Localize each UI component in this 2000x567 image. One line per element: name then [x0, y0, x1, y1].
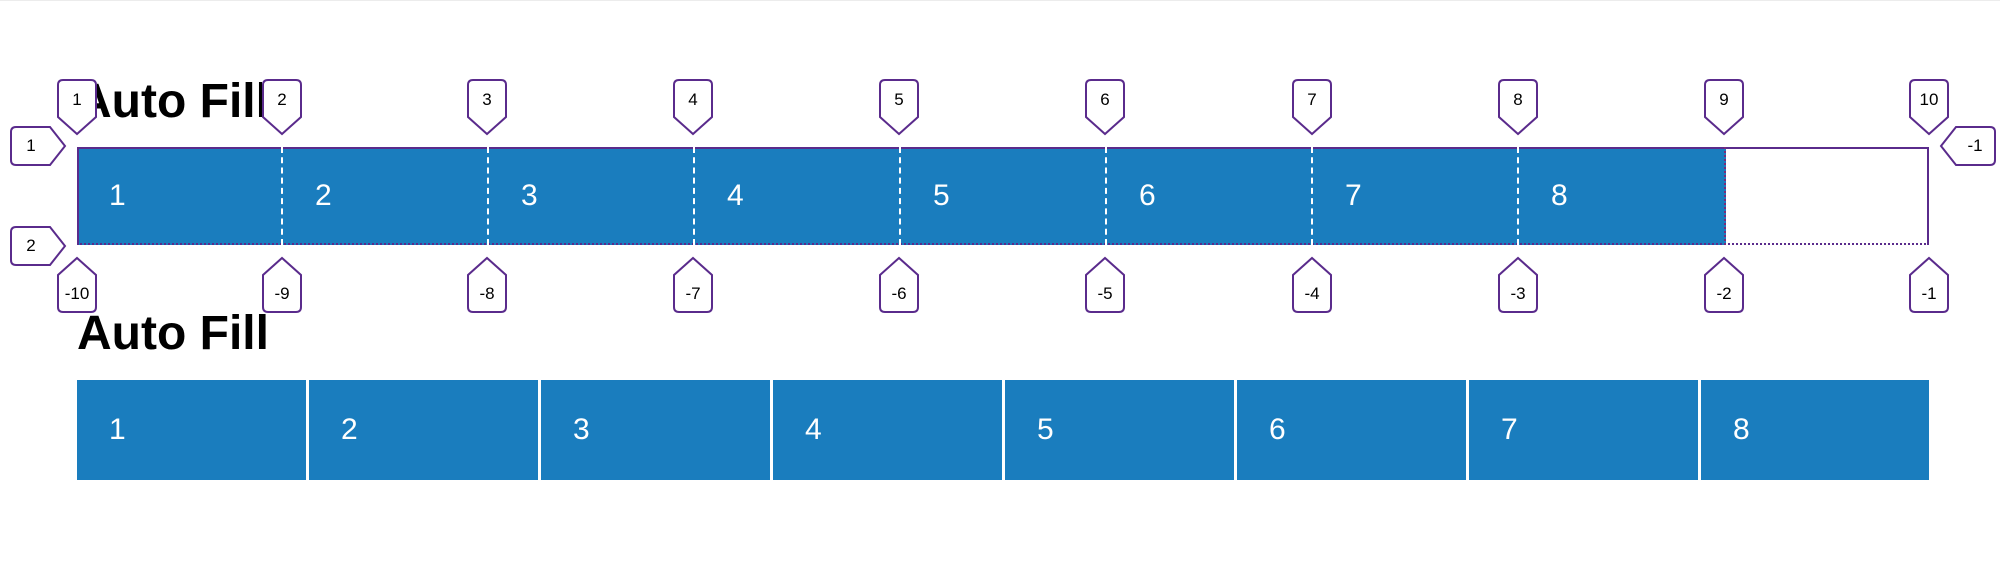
grid-item: 6	[1107, 147, 1313, 245]
grid-item: 7	[1313, 147, 1519, 245]
column-line-marker: 9	[1704, 79, 1744, 136]
column-line-marker: -4	[1292, 256, 1332, 313]
grid-item: 2	[309, 380, 538, 480]
column-line-marker: -8	[467, 256, 507, 313]
row-line-marker: 1	[10, 126, 67, 166]
column-line-marker: 1	[57, 79, 97, 136]
grid-line	[1724, 147, 1726, 245]
column-line-marker: 4	[673, 79, 713, 136]
grid-plain: 1 2 3 4 5 6 7 8	[77, 380, 1929, 480]
grid-item: 2	[283, 147, 489, 245]
grid-item: 5	[1005, 380, 1234, 480]
grid-item: 1	[77, 147, 283, 245]
grid-inspected: 1 2 3 4 5 6 7 8	[77, 147, 1929, 245]
column-line-marker: 8	[1498, 79, 1538, 136]
column-line-marker: 5	[879, 79, 919, 136]
grid-line	[487, 147, 489, 245]
row-line-marker: 2	[10, 226, 67, 266]
column-line-marker: -5	[1085, 256, 1125, 313]
column-line-marker: 7	[1292, 79, 1332, 136]
grid-item: 3	[489, 147, 695, 245]
grid-line	[1311, 147, 1313, 245]
grid-item: 8	[1701, 380, 1929, 480]
grid-line	[693, 147, 695, 245]
grid-line	[1105, 147, 1107, 245]
grid-item: 7	[1469, 380, 1698, 480]
column-line-marker: 3	[467, 79, 507, 136]
grid-item: 6	[1237, 380, 1466, 480]
section-title: Auto Fill	[77, 75, 269, 128]
grid-item: 8	[1519, 147, 1726, 245]
grid-line	[1517, 147, 1519, 245]
row-line-marker: -1	[1939, 126, 1996, 166]
grid-item: 4	[773, 380, 1002, 480]
column-line-marker: -3	[1498, 256, 1538, 313]
column-line-marker: 2	[262, 79, 302, 136]
grid-item: 3	[541, 380, 770, 480]
grid-line	[281, 147, 283, 245]
column-line-marker: 6	[1085, 79, 1125, 136]
top-border	[0, 0, 2000, 1]
section-title: Auto Fill	[77, 307, 269, 360]
column-line-marker: -9	[262, 256, 302, 313]
column-line-marker: -1	[1909, 256, 1949, 313]
grid-item: 4	[695, 147, 901, 245]
grid-line	[899, 147, 901, 245]
column-line-marker: -7	[673, 256, 713, 313]
column-line-marker: 10	[1909, 79, 1949, 136]
grid-item: 5	[901, 147, 1107, 245]
grid-overlay-outline	[77, 147, 1929, 245]
column-line-marker: -6	[879, 256, 919, 313]
column-line-marker: -2	[1704, 256, 1744, 313]
grid-item: 1	[77, 380, 306, 480]
column-line-marker: -10	[57, 256, 97, 313]
